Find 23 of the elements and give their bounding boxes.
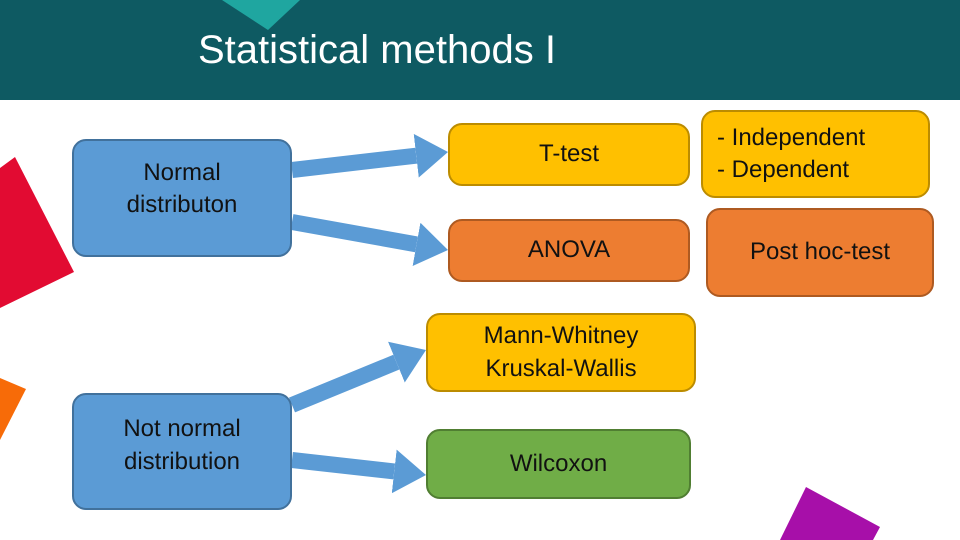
method-box (701, 110, 930, 198)
block-arrow (291, 450, 426, 494)
method-box (72, 393, 292, 510)
method-box (426, 429, 691, 499)
box-label: Mann-Whitney (484, 321, 638, 352)
box-label: Post hoc-test (750, 237, 890, 268)
box-label: ANOVA (528, 235, 610, 266)
method-box (426, 313, 696, 392)
method-box (448, 123, 690, 186)
box-label: - Independent (717, 122, 866, 153)
method-box (706, 208, 934, 297)
block-arrow (290, 214, 448, 266)
block-arrow (288, 342, 426, 412)
box-label: Kruskal-Wallis (485, 354, 637, 384)
box-label: T-test (538, 139, 599, 170)
box-label: Wilcoxon (510, 448, 608, 479)
block-arrow (291, 134, 448, 178)
box-label: Normal distributon (126, 158, 238, 220)
method-box (72, 139, 292, 257)
slide-title: Statistical methods I (198, 28, 556, 73)
method-box (448, 219, 690, 282)
box-label: - Dependent (717, 155, 850, 185)
box-label: Not normal distribution (122, 414, 242, 476)
